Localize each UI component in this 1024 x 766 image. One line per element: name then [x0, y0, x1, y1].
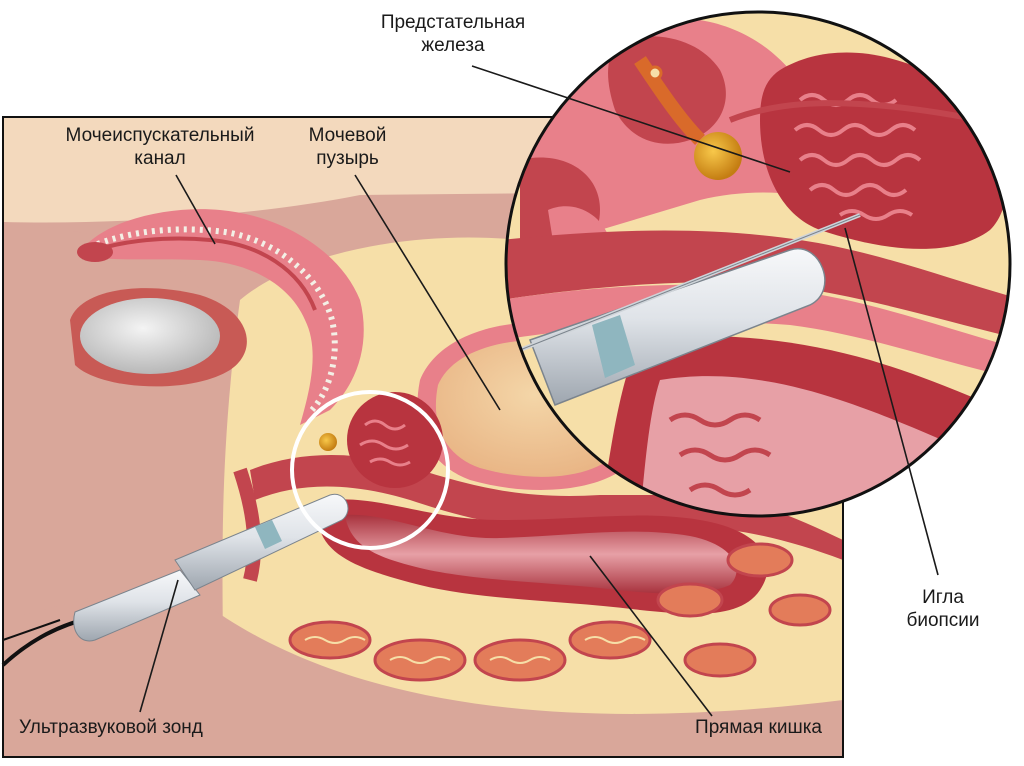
ultrasound-probe-zoom	[519, 213, 861, 406]
zoom-detail-view	[504, 10, 1012, 518]
leader-prostate	[471, 65, 791, 173]
label-rectum: Прямая кишка	[695, 717, 822, 738]
label-urethra-line2: канал	[134, 148, 186, 169]
leader-bladder	[354, 174, 501, 411]
label-bladder-line1: Мочевой	[308, 125, 387, 146]
label-prostate: Предстательная железа	[358, 11, 548, 57]
leader-probe	[139, 579, 179, 713]
label-probe: Ультразвуковой зонд	[19, 717, 203, 738]
label-bladder: Мочевой пузырь	[290, 124, 405, 170]
label-urethra: Мочеиспускательный канал	[45, 124, 275, 170]
label-needle-line2: биопсии	[906, 610, 980, 631]
magnifier-ring	[290, 390, 450, 550]
leader-lines	[139, 65, 939, 717]
ultrasound-probe-main	[1, 493, 349, 667]
label-urethra-line1: Мочеиспускательный	[65, 125, 255, 146]
leader-needle	[844, 227, 939, 576]
label-prostate-line2: железа	[421, 35, 485, 56]
label-bladder-line2: пузырь	[316, 148, 379, 169]
label-needle: Игла биопсии	[888, 586, 998, 632]
label-prostate-line1: Предстательная	[380, 12, 526, 33]
leader-urethra	[175, 174, 216, 245]
leader-rectum	[589, 555, 713, 717]
label-needle-line1: Игла	[922, 587, 964, 608]
